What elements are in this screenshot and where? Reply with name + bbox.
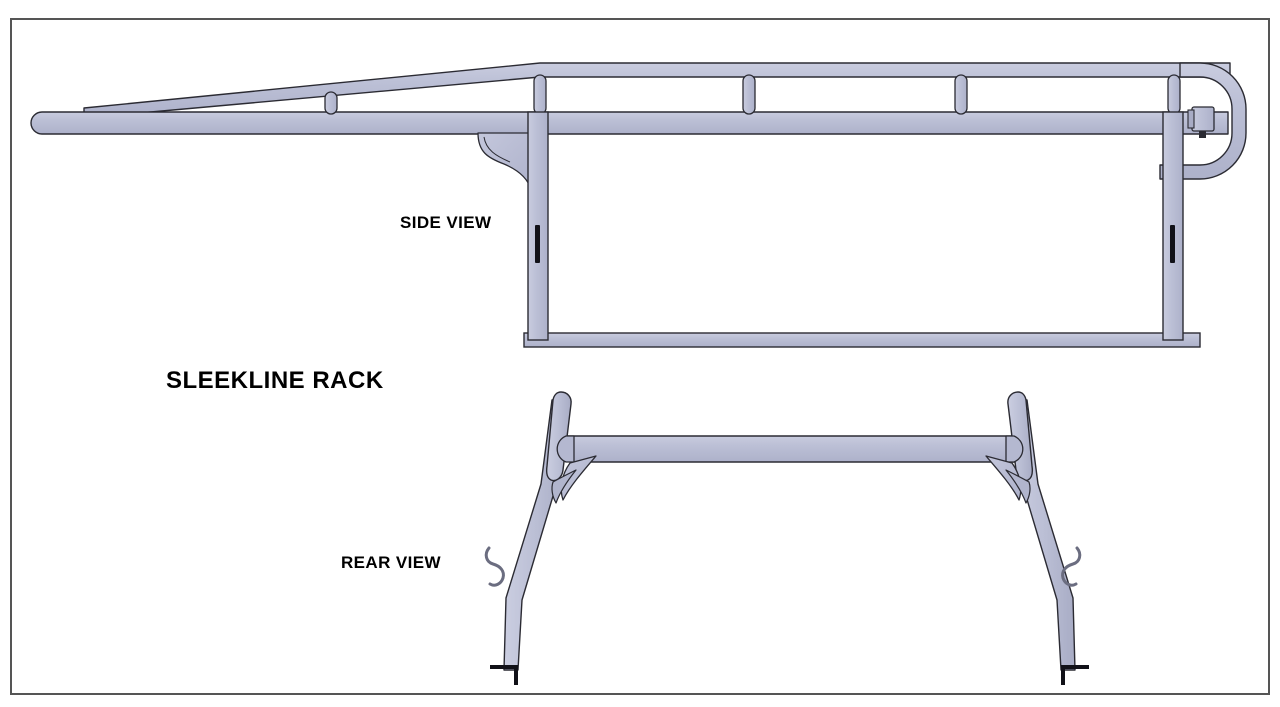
clamp-bracket [1191, 106, 1215, 132]
front-post-slot [535, 225, 540, 263]
page-title: SLEEKLINE RACK [166, 367, 384, 394]
base-rail [523, 332, 1201, 348]
side-view-label: SIDE VIEW [400, 213, 492, 232]
right-pivot-boss [1005, 435, 1024, 463]
left-foot [490, 665, 518, 685]
side-view-group: SIDE VIEW [30, 62, 1247, 348]
left-upright [545, 391, 572, 482]
upper-angled-rail [83, 62, 1231, 119]
rear-view-group: REAR VIEW [341, 391, 1089, 685]
left-gusset [560, 455, 597, 501]
rear-post-slot [1170, 225, 1175, 263]
rail-connector-stud [742, 74, 756, 115]
lower-long-rail [30, 111, 1229, 135]
right-upright [1007, 391, 1034, 482]
right-foot [1061, 665, 1089, 685]
left-s-hook [484, 546, 505, 587]
left-gusset-lower [551, 469, 577, 504]
rail-connector-stud [954, 74, 968, 115]
sheet-border [10, 18, 1270, 695]
right-gusset [985, 455, 1022, 501]
top-crossbar [566, 435, 1016, 463]
rear-view-label: REAR VIEW [341, 553, 441, 572]
rail-connector-stud [533, 74, 547, 115]
left-pivot-boss [556, 435, 575, 463]
clamp-bracket-stud [1199, 131, 1206, 138]
clamp-bracket-shoulder [1187, 109, 1195, 129]
rail-connector-stud [324, 91, 338, 115]
right-s-hook [1061, 546, 1082, 587]
rail-connector-stud [1167, 74, 1181, 115]
front-gusset-highlight [483, 136, 511, 163]
front-gusset [477, 132, 532, 191]
right-gusset-lower [1005, 469, 1031, 504]
